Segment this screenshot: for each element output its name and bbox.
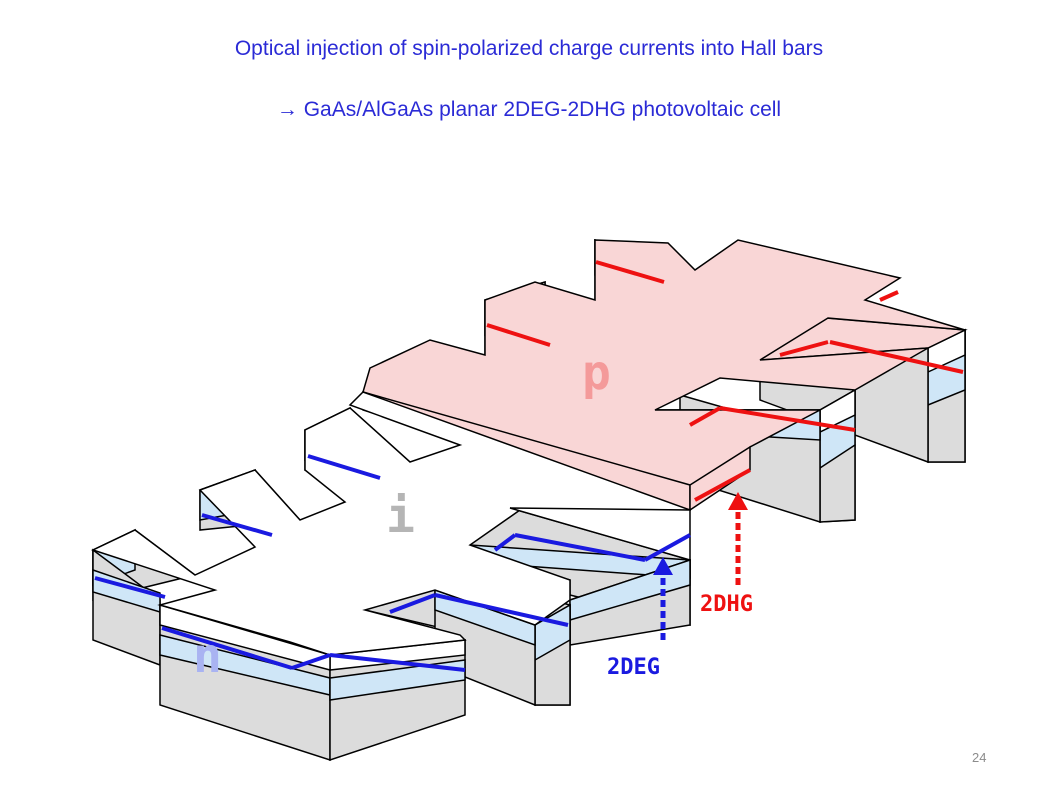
slide-subtitle: → GaAs/AlGaAs planar 2DEG-2DHG photovolt… <box>276 98 782 121</box>
p-region-structure <box>362 238 968 524</box>
n-region-label: n <box>193 628 222 684</box>
electron-gas-arrow <box>653 557 673 640</box>
electron-gas-label: 2DEG <box>607 655 660 680</box>
i-region-label: i <box>386 488 415 544</box>
hole-gas-arrow <box>728 492 748 585</box>
page-number: 24 <box>972 750 987 765</box>
hole-gas-label: 2DHG <box>700 592 753 617</box>
p-region-label: p <box>582 345 611 401</box>
slide-title: Optical injection of spin-polarized char… <box>234 37 824 60</box>
n-region-structure <box>90 391 692 762</box>
